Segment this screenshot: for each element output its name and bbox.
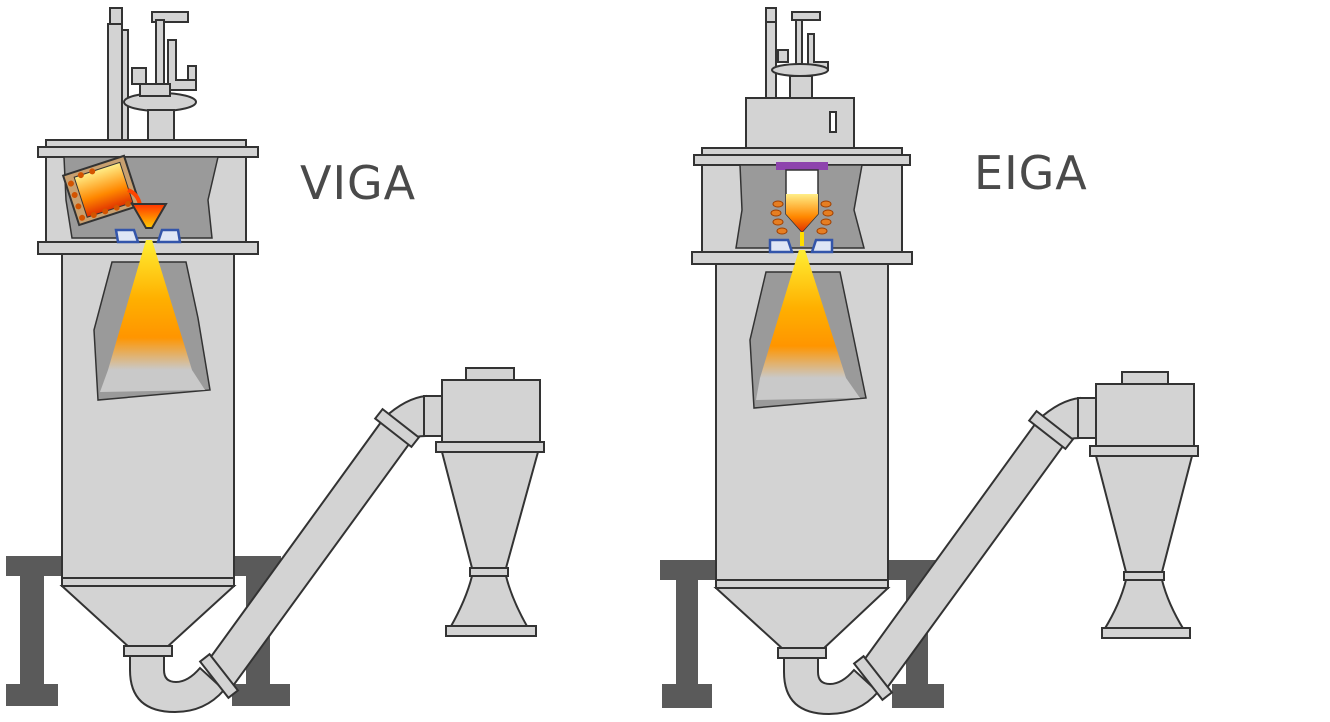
electrode-housing — [745, 97, 855, 149]
gas-nozzle-icon — [114, 228, 182, 244]
spray-cone — [108, 240, 192, 370]
tundish-icon — [130, 203, 168, 229]
spray-cone — [760, 250, 846, 378]
transfer-pipe — [783, 396, 1097, 716]
transfer-pipe — [129, 394, 443, 714]
induction-coil-icon — [770, 200, 834, 235]
eiga-system — [660, 7, 1199, 716]
lift-mechanism — [107, 7, 197, 143]
electrode-icon — [776, 162, 828, 234]
eiga-label: EIGA — [974, 146, 1088, 200]
crucible-icon — [61, 154, 142, 227]
cyclone-icon — [1089, 371, 1199, 639]
lift-mechanism — [765, 7, 829, 99]
cyclone-icon — [435, 367, 545, 637]
gas-nozzle-icon — [768, 238, 834, 254]
viga-label: VIGA — [300, 156, 417, 210]
viga-system — [6, 7, 545, 714]
